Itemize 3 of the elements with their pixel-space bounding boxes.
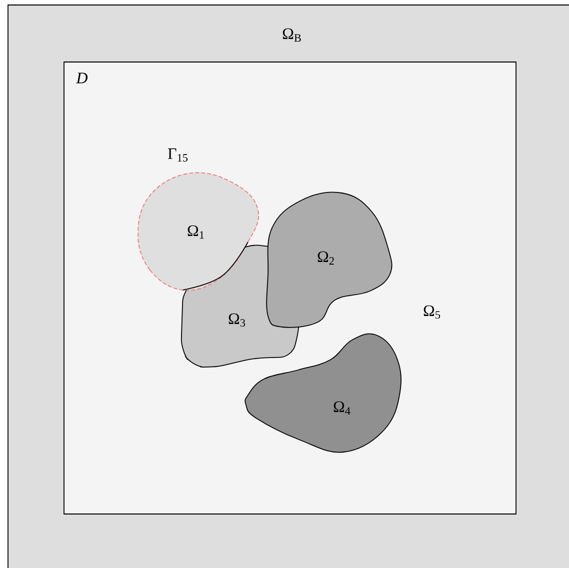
boundary-label: Γ$_{15}$ [168, 148, 188, 162]
domain-box: D Ω$_{5}$ Ω$_{3}$ Ω$_{2}$ Ω$_{4}$ Ω$_{1}$ Γ$_{15}$ [64, 62, 516, 514]
outer-region-box: Ω$_{B}$ D Ω$_{5}$ Ω$_{3}$ Ω$_{2}$ Ω$_{4}$ Ω$_{1}$ Γ$_{15}$ [8, 4, 569, 568]
